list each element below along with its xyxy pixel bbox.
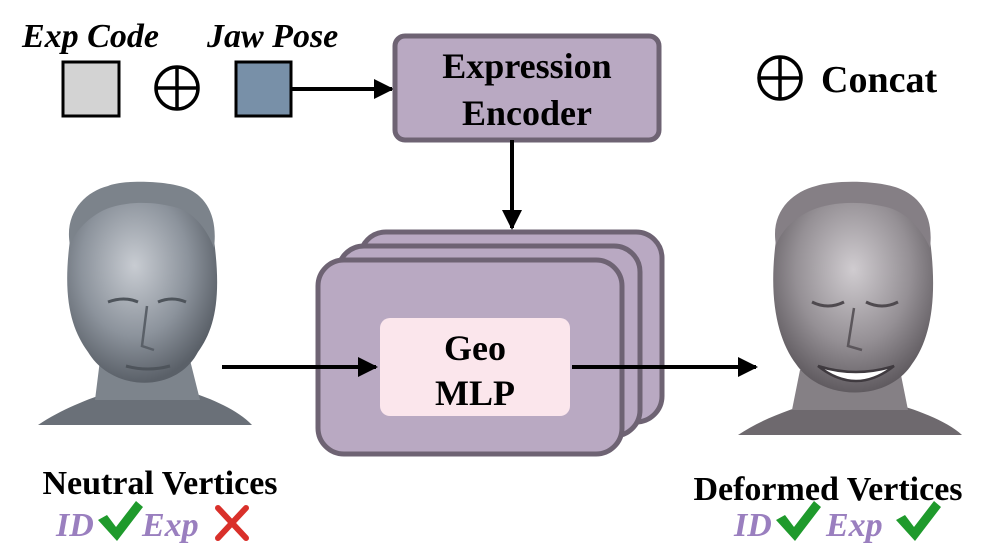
neutral-head-image: [38, 181, 252, 425]
neutral-vertices-label: Neutral Vertices: [42, 465, 277, 502]
deformed-head-image: [738, 181, 962, 435]
jaw-pose-label: Jaw Pose: [206, 18, 338, 55]
expression-encoder-box: [392, 33, 662, 143]
geo-mlp-line1: Geo: [444, 328, 506, 368]
geo-mlp-box: [380, 318, 570, 416]
encoder-line2: Encoder: [462, 93, 592, 133]
neutral-id-label: ID: [55, 507, 94, 544]
concat-symbol: [154, 65, 200, 111]
deformed-id-check-icon: [776, 501, 821, 541]
exp-code-label: Exp Code: [21, 18, 159, 55]
deformed-id-label: ID: [733, 507, 772, 544]
jaw-pose-box: [234, 60, 293, 118]
deformed-vertices-label: Deformed Vertices: [693, 471, 962, 508]
exp-code-box: [61, 60, 121, 118]
neutral-exp-label: Exp: [141, 507, 199, 544]
deformed-exp-check-icon: [896, 501, 941, 541]
geo-mlp-line2: MLP: [435, 373, 515, 413]
neutral-id-check-icon: [98, 501, 143, 541]
legend-concat-label: Concat: [821, 59, 937, 101]
neutral-exp-cross-icon: [215, 505, 249, 541]
encoder-line1: Expression: [442, 46, 611, 86]
legend-concat-symbol: [757, 55, 803, 101]
deformed-exp-label: Exp: [825, 507, 883, 544]
